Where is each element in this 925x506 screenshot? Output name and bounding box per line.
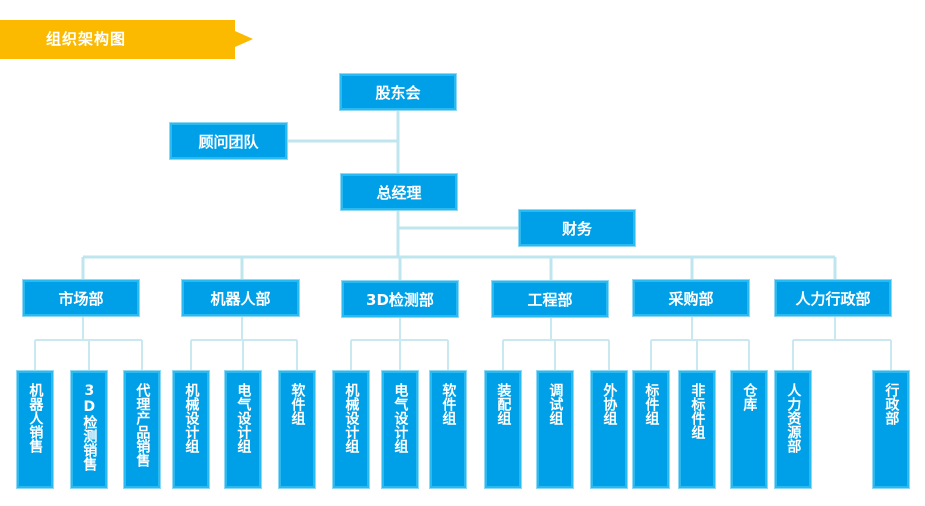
node-finance[interactable]: 财务 [518, 209, 636, 247]
title-banner [0, 20, 235, 59]
dept-1[interactable]: 机器人部 [181, 279, 300, 317]
group-label: 标件组 [643, 383, 660, 425]
node-advisors[interactable]: 顾问团队 [169, 122, 288, 160]
dept-3[interactable]: 工程部 [491, 280, 609, 318]
group-2-2[interactable]: 软件组 [429, 370, 467, 489]
group-label: 3D检测销售 [81, 383, 98, 471]
group-label: 机械设计组 [183, 383, 200, 453]
group-0-0[interactable]: 机器人销售 [16, 370, 54, 489]
node-general-manager[interactable]: 总经理 [340, 173, 458, 211]
node-shareholders[interactable]: 股东会 [339, 73, 457, 111]
dept-4[interactable]: 采购部 [632, 279, 750, 317]
group-3-0[interactable]: 装配组 [484, 370, 522, 489]
group-0-1[interactable]: 3D检测销售 [70, 370, 108, 489]
group-label: 行政部 [883, 383, 900, 425]
group-1-2[interactable]: 软件组 [278, 370, 316, 489]
group-3-1[interactable]: 调试组 [536, 370, 574, 489]
group-label: 软件组 [440, 383, 457, 425]
group-2-1[interactable]: 电气设计组 [381, 370, 419, 489]
group-4-1[interactable]: 非标件组 [678, 370, 716, 489]
group-label: 调试组 [547, 383, 564, 425]
group-label: 软件组 [289, 383, 306, 425]
group-label: 电气设计组 [392, 383, 409, 453]
group-5-0[interactable]: 人力资源部 [774, 370, 812, 489]
group-label: 仓库 [741, 383, 758, 411]
title-arrow-shape [235, 31, 253, 47]
group-1-1[interactable]: 电气设计组 [224, 370, 262, 489]
group-label: 机器人销售 [27, 383, 44, 453]
group-label: 代理产品销售 [134, 383, 151, 467]
group-4-2[interactable]: 仓库 [730, 370, 768, 489]
dept-0[interactable]: 市场部 [22, 279, 140, 317]
page-title: 组织架构图 [46, 30, 127, 48]
group-4-0[interactable]: 标件组 [632, 370, 670, 489]
group-0-2[interactable]: 代理产品销售 [123, 370, 161, 489]
group-label: 机械设计组 [343, 383, 360, 453]
group-1-0[interactable]: 机械设计组 [172, 370, 210, 489]
dept-5[interactable]: 人力行政部 [774, 279, 892, 317]
group-label: 非标件组 [689, 383, 706, 439]
group-label: 人力资源部 [785, 383, 802, 453]
group-label: 装配组 [495, 383, 512, 425]
group-2-0[interactable]: 机械设计组 [332, 370, 370, 489]
group-5-1[interactable]: 行政部 [872, 370, 910, 489]
group-label: 外协组 [601, 383, 618, 425]
group-label: 电气设计组 [235, 383, 252, 453]
dept-2[interactable]: 3D检测部 [341, 280, 459, 318]
group-3-2[interactable]: 外协组 [590, 370, 628, 489]
